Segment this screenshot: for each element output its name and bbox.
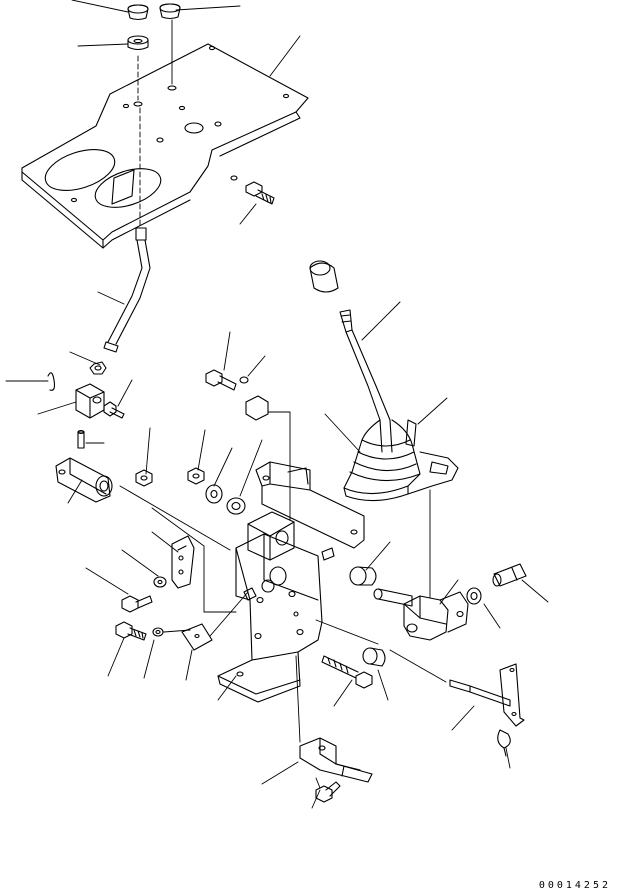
- joint-clevis: [403, 591, 469, 641]
- linkage-rod: [449, 663, 525, 727]
- pin: [77, 429, 85, 449]
- lower-pivot: [55, 457, 113, 503]
- lower-rod: [103, 227, 151, 353]
- assembly-line: [315, 619, 379, 645]
- base-plate: [217, 533, 323, 703]
- leader-line: [85, 567, 129, 595]
- assembly-line: [389, 649, 447, 683]
- leader-lines: [5, 0, 549, 809]
- leader-line: [69, 351, 101, 366]
- leader-line: [151, 531, 179, 553]
- plate-opening: [94, 168, 162, 208]
- leader-line: [324, 413, 361, 453]
- rod-clip: [47, 372, 56, 391]
- leader-line: [361, 301, 401, 341]
- leader-line: [185, 649, 193, 681]
- leader-line: [213, 447, 233, 487]
- bushing: [226, 497, 246, 515]
- assembly-line: [315, 777, 321, 789]
- joint-pin: [492, 563, 527, 587]
- washer: [152, 627, 164, 637]
- leader-line: [333, 679, 353, 707]
- leader-line: [97, 291, 125, 305]
- leader-line: [377, 669, 389, 701]
- bolt: [115, 621, 147, 641]
- leader-line: [269, 35, 301, 77]
- cotter-pin: [497, 729, 511, 757]
- floor-plate: [21, 43, 309, 249]
- leader-line: [223, 331, 231, 371]
- assembly-line: [267, 411, 291, 521]
- assembly-line: [295, 655, 301, 743]
- assembly-lines: [119, 19, 447, 789]
- knob-cap-right: [159, 3, 181, 20]
- grommet: [127, 35, 149, 51]
- leader-line: [439, 579, 459, 605]
- lever-boot: [343, 419, 459, 502]
- boot-flange: [407, 451, 459, 495]
- leader-line: [77, 43, 129, 47]
- nut: [187, 467, 205, 485]
- long-bolt: [321, 655, 373, 689]
- leader-line: [71, 0, 129, 13]
- leader-line: [261, 761, 299, 785]
- leader-line: [143, 639, 155, 679]
- leader-line: [239, 203, 257, 225]
- collar: [362, 647, 386, 667]
- plate-opening: [44, 149, 116, 191]
- leader-line: [197, 429, 206, 471]
- leader-line: [365, 541, 391, 571]
- leader-line: [417, 397, 448, 425]
- shift-knob: [309, 260, 339, 293]
- lever-gate: [111, 169, 135, 205]
- leader-line: [175, 5, 241, 11]
- leader-line: [521, 579, 549, 603]
- foot-bracket: [299, 737, 373, 783]
- leader-line: [239, 439, 263, 497]
- leader-line: [37, 401, 77, 415]
- leader-line: [217, 675, 237, 701]
- base-bolt: [121, 595, 153, 613]
- leader-line: [121, 549, 159, 577]
- holder-bolt: [103, 401, 125, 419]
- washer: [153, 576, 167, 588]
- plate-bolt: [245, 181, 275, 205]
- nut: [135, 469, 153, 487]
- assembly-line: [151, 507, 237, 613]
- lever-bolt: [205, 369, 237, 391]
- joint-rod: [373, 588, 413, 607]
- leader-line: [117, 379, 133, 407]
- lever-block: [247, 511, 295, 561]
- assembly-line: [119, 485, 231, 551]
- leader-line: [209, 591, 249, 637]
- leader-line: [483, 603, 501, 629]
- spacer-collar: [349, 566, 377, 586]
- shim-plate: [163, 623, 213, 651]
- leader-line: [107, 637, 125, 677]
- leader-line: [247, 355, 266, 377]
- lever-holder: [75, 383, 105, 419]
- leader-line: [145, 427, 151, 475]
- mounting-bracket: [171, 535, 195, 589]
- shift-lever: [339, 309, 393, 453]
- washer: [205, 484, 223, 504]
- foot-bolt: [315, 781, 341, 803]
- upper-support: [245, 395, 365, 549]
- leader-line: [505, 747, 511, 769]
- lever-washer: [239, 376, 249, 384]
- leader-line: [311, 789, 321, 809]
- leader-line: [451, 705, 475, 731]
- rod-nut: [89, 361, 107, 375]
- drawing-number: 00014252: [538, 880, 611, 891]
- knob-cap-left: [127, 4, 149, 21]
- dowel-pin: [321, 547, 335, 561]
- joint-bushing: [466, 587, 482, 605]
